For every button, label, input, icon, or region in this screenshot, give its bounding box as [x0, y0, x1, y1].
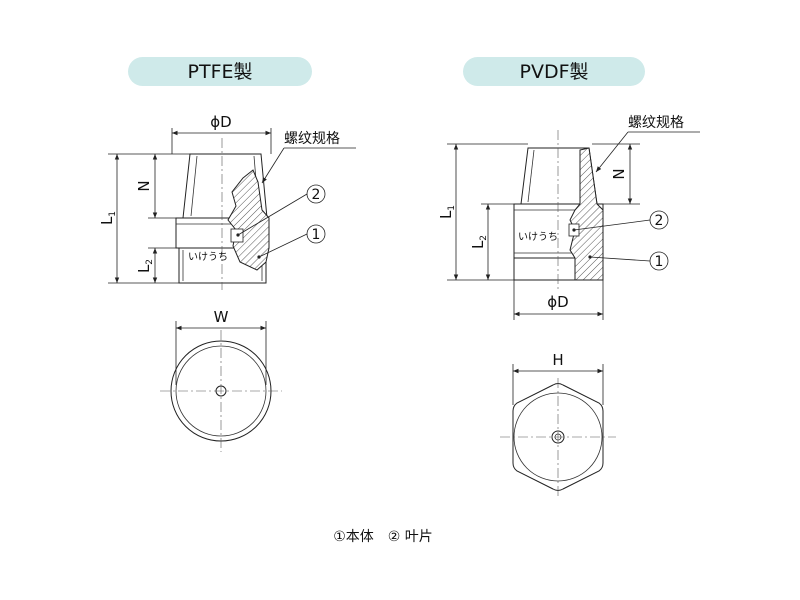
pvdf-dim-l2: L2 [469, 203, 514, 280]
ptfe-dim-d-label: ϕD [210, 113, 231, 131]
ptfe-thread-callout: 螺纹规格 [261, 131, 356, 184]
pvdf-dim-l1-label: L1 [437, 205, 457, 219]
ptfe-title: PTFE製 [188, 61, 253, 83]
ptfe-dim-l2: L2 [135, 247, 176, 283]
ptfe-marking: いけうち [188, 251, 228, 263]
pvdf-thread-callout: 螺纹规格 [595, 115, 700, 173]
ptfe-callout-2: 2 [237, 184, 326, 236]
ptfe-cutaway-section [227, 169, 270, 271]
pvdf-dim-d: ϕD [513, 280, 604, 320]
svg-text:1: 1 [655, 254, 664, 270]
pvdf-callout-1: 1 [589, 251, 669, 271]
ptfe-dim-d: ϕD [171, 113, 272, 154]
pvdf-dim-d-label: ϕD [547, 293, 568, 311]
ptfe-header: PTFE製 [128, 57, 312, 86]
ptfe-dim-l1: L1 [98, 153, 179, 284]
pvdf-callout-2: 2 [573, 210, 669, 231]
ptfe-dim-l2-label: L2 [135, 259, 155, 273]
ptfe-bottom-view [160, 330, 282, 452]
pvdf-dim-h-label: H [552, 351, 563, 369]
ptfe-dim-n-label: N [135, 180, 153, 191]
pvdf-title-pill [463, 57, 645, 86]
pvdf-header: PVDF製 [463, 57, 645, 86]
ptfe-dim-w-label: W [214, 308, 229, 326]
svg-text:2: 2 [655, 213, 664, 229]
ptfe-title-pill [128, 57, 312, 86]
ptfe-side-view: いけうち [175, 138, 270, 290]
pvdf-thread-label: 螺纹规格 [628, 115, 684, 131]
ptfe-thread-label: 螺纹规格 [284, 131, 340, 147]
pvdf-side-view: いけうち [513, 130, 604, 290]
svg-text:2: 2 [312, 187, 321, 203]
pvdf-marking: いけうち [518, 231, 558, 243]
pvdf-dim-l2-label: L2 [469, 235, 489, 249]
svg-text:1: 1 [312, 227, 321, 243]
ptfe-dim-n: N [135, 153, 190, 219]
ptfe-dim-w: W [175, 308, 267, 385]
pvdf-dim-h: H [512, 351, 604, 405]
parts-legend: ①本体 ② 叶片 [333, 529, 433, 545]
pvdf-title: PVDF製 [519, 61, 588, 83]
ptfe-dim-l1-label: L1 [98, 211, 118, 225]
pvdf-dim-n-label: N [610, 168, 628, 179]
pvdf-bottom-view [500, 378, 616, 498]
ptfe-callout-1: 1 [258, 224, 326, 258]
pvdf-dim-n: N [592, 143, 640, 205]
pvdf-dim-l1: L1 [437, 143, 528, 281]
